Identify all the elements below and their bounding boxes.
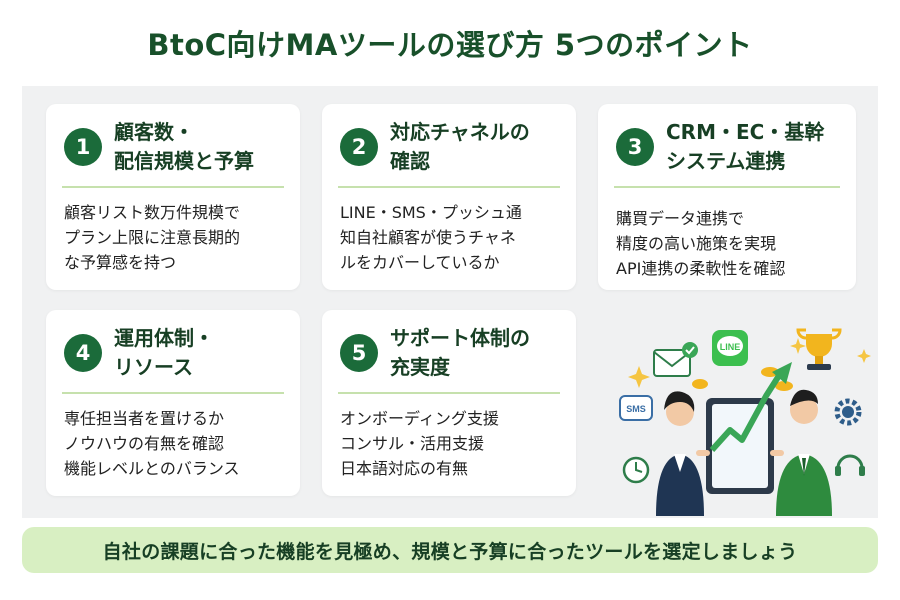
card-divider — [62, 186, 284, 188]
coin-icon — [692, 367, 793, 391]
businessman-figure — [770, 389, 832, 516]
point-number-badge: 4 — [64, 334, 102, 372]
point-title: 顧客数・ 配信規模と予算 — [114, 120, 254, 173]
point-card-4: 4 運用体制・ リソース 専任担当者を置けるか ノウハウの有無を確認 機能レベル… — [46, 310, 300, 496]
headset-icon — [835, 454, 865, 476]
business-people-illustration: LINE SMS — [619, 328, 871, 516]
email-icon — [653, 342, 698, 377]
point-number-badge: 3 — [616, 128, 654, 166]
point-number-badge: 1 — [64, 128, 102, 166]
page-title: BtoC向けMAツールの選び方 5つのポイント — [137, 18, 763, 70]
page-title-text: BtoC向けMAツールの選び方 5つのポイント — [147, 28, 753, 62]
growth-arrow-icon — [709, 362, 792, 453]
line-app-icon: LINE — [712, 330, 748, 366]
summary-banner: 自社の課題に合った機能を見極め、規模と予算に合ったツールを選定しましょう — [22, 527, 878, 573]
tablet-board — [706, 398, 774, 494]
title-area: BtoC向けMAツールの選び方 5つのポイント — [0, 18, 900, 70]
point-description: オンボーディング支援 コンサル・活用支援 日本語対応の有無 — [340, 409, 499, 478]
line-label: LINE — [720, 342, 741, 352]
businesswoman-figure — [656, 391, 710, 516]
point-number-badge: 2 — [340, 128, 378, 166]
point-description: LINE・SMS・プッシュ通 知自社顧客が使うチャネ ルをカバーしているか — [340, 203, 522, 272]
card-divider — [338, 392, 560, 394]
card-divider — [62, 392, 284, 394]
card-divider — [338, 186, 560, 188]
point-title: サポート体制の 充実度 — [390, 326, 530, 379]
point-number-badge: 5 — [340, 334, 378, 372]
point-card-1: 1 顧客数・ 配信規模と予算 顧客リスト数万件規模で プラン上限に注意長期的 な… — [46, 104, 300, 290]
card-divider — [614, 186, 840, 188]
sms-icon: SMS — [619, 395, 653, 421]
sparkle-icon — [628, 338, 871, 388]
point-card-2: 2 対応チャネルの 確認 LINE・SMS・プッシュ通 知自社顧客が使うチャネ … — [322, 104, 576, 290]
clock-icon — [622, 456, 650, 484]
gear-icon — [834, 398, 862, 426]
point-title: 対応チャネルの 確認 — [390, 120, 530, 173]
sms-label: SMS — [626, 404, 646, 414]
point-description: 購買データ連携で 精度の高い施策を実現 API連携の柔軟性を確認 — [616, 209, 786, 278]
point-title: 運用体制・ リソース — [114, 326, 214, 379]
summary-text: 自社の課題に合った機能を見極め、規模と予算に合ったツールを選定しましょう — [102, 540, 798, 563]
point-card-5: 5 サポート体制の 充実度 オンボーディング支援 コンサル・活用支援 日本語対応… — [322, 310, 576, 496]
point-description: 顧客リスト数万件規模で プラン上限に注意長期的 な予算感を持つ — [64, 203, 241, 272]
point-description: 専任担当者を置けるか ノウハウの有無を確認 機能レベルとのバランス — [64, 409, 240, 478]
point-title: CRM・EC・基幹 システム連携 — [666, 120, 825, 173]
trophy-icon — [796, 328, 842, 370]
point-card-3: 3 CRM・EC・基幹 システム連携 購買データ連携で 精度の高い施策を実現 A… — [598, 104, 856, 290]
